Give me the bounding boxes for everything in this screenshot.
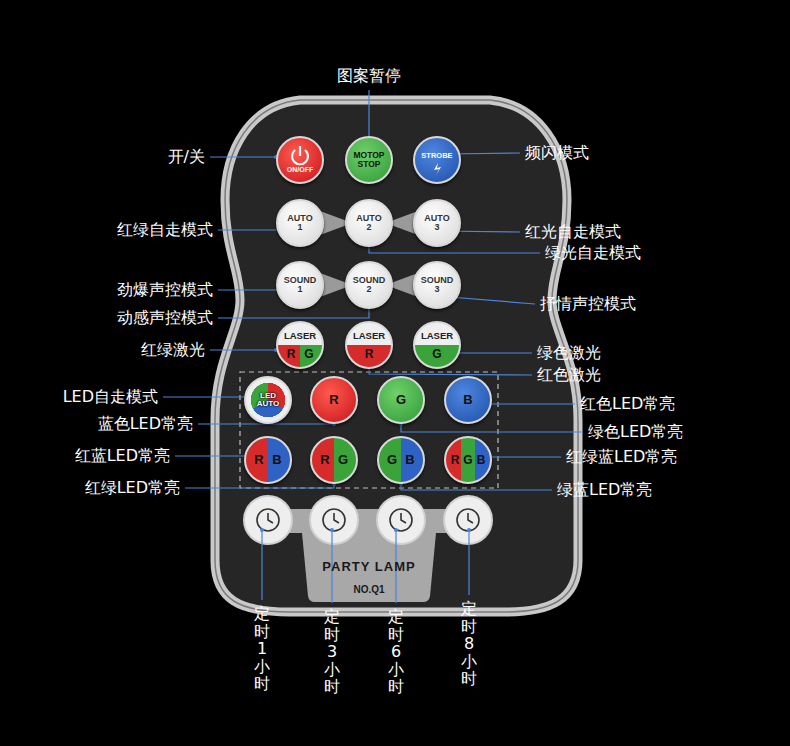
button-text: G [304,348,313,361]
remote-button: MOTOP STOP [345,136,393,184]
callout-label: 定时8小时 [461,600,477,688]
timer-buttons [244,496,492,544]
callout-label: 蓝色LED常亮 [98,414,193,433]
remote-button: ON/OFF [276,136,324,184]
callout-label: 红色激光 [537,365,601,384]
callout-label: 绿光自走模式 [545,243,641,262]
remote-button: SOUND 3 [413,261,461,309]
remote-button: RB [244,436,292,484]
callout-label: 绿色激光 [537,343,601,362]
callout-label: 图案暂停 [337,66,401,85]
remote-button: SOUND 2 [345,261,393,309]
button-text: LASER [353,331,385,341]
callout-label: 绿蓝LED常亮 [557,480,652,499]
button-text: G [463,454,472,467]
button-text: B [477,454,486,467]
bolt-icon [415,138,459,182]
callout-label: 红绿LED常亮 [85,478,180,497]
remote-housing [215,100,578,612]
remote-button: G [377,376,425,424]
bolt-shape [434,163,441,175]
remote-button: B [444,376,492,424]
remote-button: RG [310,436,358,484]
button-text: R [287,348,296,361]
button-text: R [320,453,329,467]
remote-button: LASER R [345,321,393,369]
power-icon [278,138,322,182]
remote-button: AUTO 1 [276,199,324,247]
button-text: G [432,348,441,361]
body-print: NO.Q1 [353,584,384,595]
callout-label: 定时3小时 [324,608,340,696]
remote-button: LED AUTO [244,376,292,424]
remote-button: AUTO 3 [413,199,461,247]
button-wedges [320,211,418,297]
callout-label: 绿色LED常亮 [588,422,683,441]
callout-label: 红色LED常亮 [580,394,675,413]
button-text: AUTO 1 [284,214,316,233]
button-text: LED AUTO [253,392,283,409]
button-text: B [463,393,472,407]
remote-button: LASER RG [276,321,324,369]
button-text: SOUND 1 [281,276,319,295]
button-text: STROBE [421,152,452,160]
remote-housing-edge [215,100,578,612]
remote-button: AUTO 2 [345,199,393,247]
callout-label: 红绿自走模式 [117,220,213,239]
remote-button: STROBE [413,136,461,184]
button-text: G [387,453,397,467]
button-text: AUTO 2 [353,214,385,233]
button-text: SOUND 3 [418,276,456,295]
callout-label: 定时6小时 [388,608,404,696]
timer-band-plate [268,509,468,602]
button-text: R [329,393,338,407]
button-text: AUTO 3 [421,214,453,233]
callout-label: 红绿蓝LED常亮 [566,447,677,466]
callout-label: 劲爆声控模式 [117,280,213,299]
body-print: PARTY LAMP [322,559,415,574]
button-text: B [272,453,281,467]
leader-lines [163,90,583,603]
button-text: LASER [421,331,453,341]
button-text: R [254,453,263,467]
remote-button: SOUND 1 [276,261,324,309]
remote-button: RGB [444,436,492,484]
led-section-frame [240,372,498,488]
callout-label: 频闪模式 [525,143,589,162]
callout-label: 动感声控模式 [117,308,213,327]
button-text: R [365,348,374,361]
button-text: B [405,453,414,467]
button-text: G [338,453,348,467]
callout-label: 抒情声控模式 [540,294,636,313]
button-text: MOTOP STOP [349,151,389,169]
callout-label: LED自走模式 [63,387,158,406]
remote-button: R [310,376,358,424]
remote-body: PARTY LAMP NO.Q1 ON/OFF MOTOP STOP STROBE AUT… [205,92,583,620]
button-text: G [396,393,406,407]
button-text: SOUND 2 [350,276,388,295]
power-bar [299,146,301,156]
callout-label: 红绿激光 [141,340,205,359]
button-text: R [451,454,460,467]
remote-button: LASER G [413,321,461,369]
button-text: ON/OFF [287,166,313,173]
remote-button: GB [377,436,425,484]
callout-label: 定时1小时 [254,605,270,693]
button-text: LASER [284,331,316,341]
callout-label: 红光自走模式 [525,222,621,241]
callout-label: 开/关 [168,147,205,166]
callout-label: 红蓝LED常亮 [75,446,170,465]
